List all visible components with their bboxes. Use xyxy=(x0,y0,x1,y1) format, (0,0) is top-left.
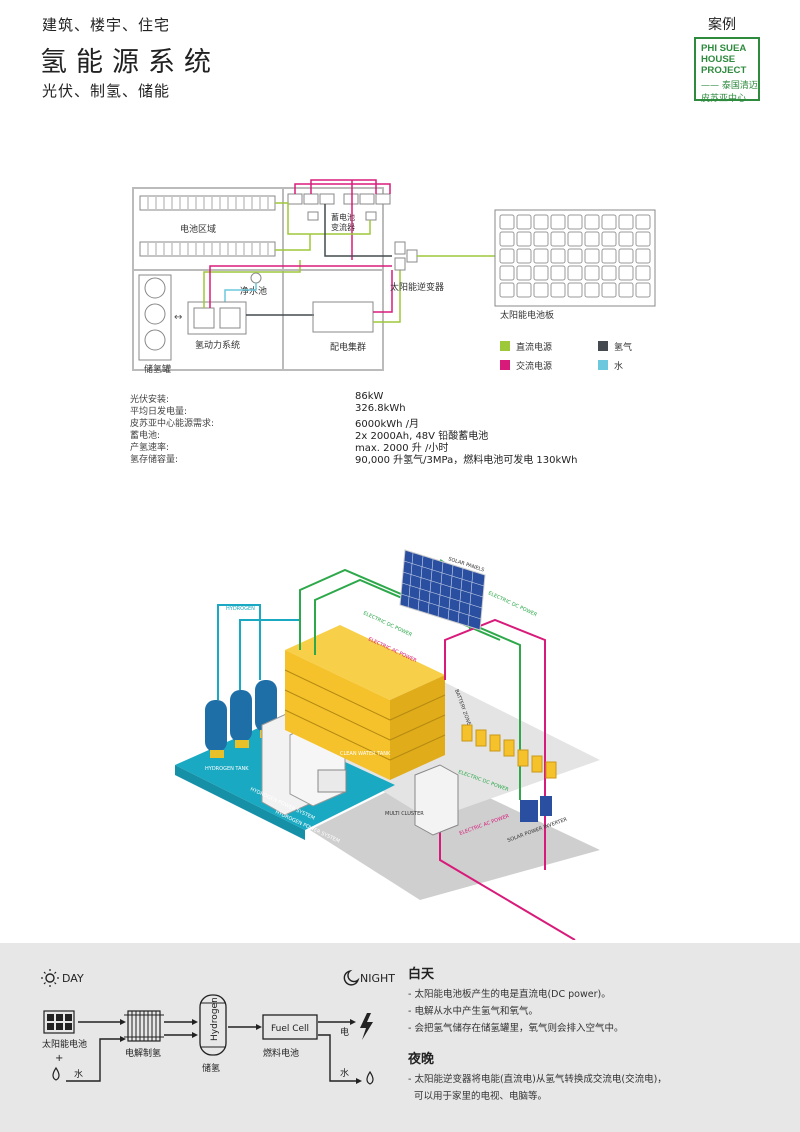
iso-hydrogen-tank: HYDROGEN TANK xyxy=(205,766,249,772)
legend-ac: 交流电源 xyxy=(516,362,553,372)
fuel-system-label: 氢动力系统 xyxy=(195,339,240,351)
night-note-line: - 太阳能逆变器将电能(直流电)从氢气转换成交流电(交流电)， xyxy=(408,1074,667,1085)
distribution-box xyxy=(312,301,374,333)
legend-dc: 直流电源 xyxy=(516,343,553,353)
subtitle-top: 建筑、楼宇、住宅 xyxy=(42,16,171,34)
spec-value: max. 2000 升 /小时 xyxy=(355,443,449,454)
iso-multi-cluster: MULTI CLUSTER xyxy=(385,811,424,817)
iso-clean-water: CLEAN WATER TANK xyxy=(340,751,391,757)
day-note-line: - 会把氢气储存在储氢罐里，氧气则会排入空气中。 xyxy=(408,1023,624,1034)
iso-hydrogen-label: HYDROGEN xyxy=(226,606,255,612)
night-note-title: 夜晚 xyxy=(408,1052,435,1067)
legend-swatch-dc xyxy=(500,341,510,351)
case-line2: HOUSE xyxy=(701,54,736,65)
spec-label: 皮苏亚中心能源需求: xyxy=(130,419,215,429)
case-line3: PROJECT xyxy=(701,65,747,76)
day-label: DAY xyxy=(62,972,84,985)
electrolysis-icon xyxy=(124,1010,164,1042)
subtitle-bottom: 光伏、制氢、储能 xyxy=(42,82,171,100)
electricity-label: 电 xyxy=(340,1026,349,1038)
hydrogen-tank-icon xyxy=(199,994,227,1056)
isometric-illustration: SOLAR PANELS HYDROGEN ELECTRIC DC POWER … xyxy=(175,549,600,940)
case-logo: PHI SUEA HOUSE PROJECT —— 泰国清迈 皮苏亚中心 xyxy=(694,37,760,104)
iso-dc-label-1: ELECTRIC DC POWER xyxy=(362,610,413,638)
day-note-line: - 太阳能电池板产生的电是直流电(DC power)。 xyxy=(408,989,611,1000)
hydrogen-tank-text: Hydrogen xyxy=(210,997,220,1041)
solar-panel-grid xyxy=(494,209,656,307)
legend-water: 水 xyxy=(614,362,624,372)
battery-row-1 xyxy=(139,195,276,211)
water-tank-label: 净水池 xyxy=(240,285,267,297)
case-label: 案例 xyxy=(708,17,736,33)
distribution-label: 配电集群 xyxy=(330,341,366,353)
floor-grey xyxy=(310,770,600,900)
day-note-line: - 电解从水中产生氢气和氧气。 xyxy=(408,1006,538,1017)
spec-label: 产氢速率: xyxy=(130,443,170,453)
sun-icon xyxy=(41,969,59,987)
water-in-label: 水 xyxy=(74,1068,83,1080)
hydrogen-tank-label: 储氢罐 xyxy=(144,363,171,375)
spec-value: 6000kWh /月 xyxy=(355,419,420,430)
water-out-label: 水 xyxy=(340,1067,349,1079)
solar-cell-icon xyxy=(43,1010,75,1034)
battery-area-label: 电池区域 xyxy=(180,223,216,235)
solar-inverter-label: 太阳能逆变器 xyxy=(390,281,444,293)
spec-label: 蓄电池: xyxy=(130,431,161,441)
spec-value: 2x 2000Ah, 48V 铅酸蓄电池 xyxy=(355,431,489,442)
svg-text:↔: ↔ xyxy=(174,312,182,323)
fuel-cell-box-label: Fuel Cell xyxy=(271,1024,309,1034)
legend-swatch-water xyxy=(598,360,608,370)
day-note-title: 白天 xyxy=(408,967,435,982)
schematic-diagram: 电池区域 蓄电池 变流器 净水池 储氢罐 ↔ 氢动力系统 配电集群 太阳能逆变器 xyxy=(132,179,656,375)
spec-label: 氢存储容量: xyxy=(130,455,179,465)
case-line1: PHI SUEA xyxy=(701,43,747,54)
hydrogen-tank-box xyxy=(138,274,172,361)
spec-value: 86kW xyxy=(355,391,384,402)
night-note-line: 可以用于家里的电视、电脑等。 xyxy=(408,1091,548,1102)
lightning-icon xyxy=(360,1013,373,1040)
fuel-system-box xyxy=(187,301,247,335)
plus-sign: + xyxy=(55,1053,63,1064)
hydrogen-tanks xyxy=(205,680,277,758)
spec-value: 90,000 升氢气/3MPa，燃料电池可发电 130kWh xyxy=(355,455,578,466)
spec-value: 326.8kWh xyxy=(355,403,406,414)
solar-cell-label: 太阳能电池 xyxy=(42,1038,87,1050)
spec-label: 光伏安装: xyxy=(130,395,170,405)
fuel-cell-icon xyxy=(262,1014,318,1040)
page-title: 氢能源系统 xyxy=(40,47,220,78)
night-label: NIGHT xyxy=(360,972,395,985)
legend-h2: 氢气 xyxy=(614,343,633,353)
case-cn-line: —— 泰国清迈 xyxy=(701,81,758,91)
battery-rack xyxy=(284,625,446,780)
water-drop-out-icon xyxy=(366,1070,374,1085)
water-tank-icon xyxy=(250,272,262,284)
water-drop-icon xyxy=(52,1066,60,1081)
legend-swatch-h2 xyxy=(598,341,608,351)
battery-row-2 xyxy=(139,241,276,257)
moon-icon xyxy=(343,969,360,986)
storage-inverter-label-2: 变流器 xyxy=(331,222,355,232)
flow-diagram: DAY NIGHT 太阳能电池 + 水 电解制氢 Hydrogen 储氢 Fue… xyxy=(41,969,395,1085)
building-outline xyxy=(132,187,384,371)
legend: 直流电源 交流电源 氢气 水 xyxy=(500,341,680,376)
storage-inverter-label-1: 蓄电池 xyxy=(331,212,355,222)
fuel-cell-label: 燃料电池 xyxy=(263,1047,299,1059)
solar-panel-label: 太阳能电池板 xyxy=(500,309,554,321)
notes: 白天 - 太阳能电池板产生的电是直流电(DC power)。 - 电解从水中产生… xyxy=(408,963,788,1102)
legend-swatch-ac xyxy=(500,360,510,370)
iso-dc-label-2: ELECTRIC DC POWER xyxy=(487,590,538,618)
iso-solar-panel xyxy=(399,549,486,631)
electrolysis-label: 电解制氢 xyxy=(125,1047,161,1059)
case-cn-line2: 皮苏亚中心 xyxy=(701,94,747,104)
spec-label: 平均日发电量: xyxy=(130,407,188,417)
storage-label: 储氢 xyxy=(202,1062,220,1074)
